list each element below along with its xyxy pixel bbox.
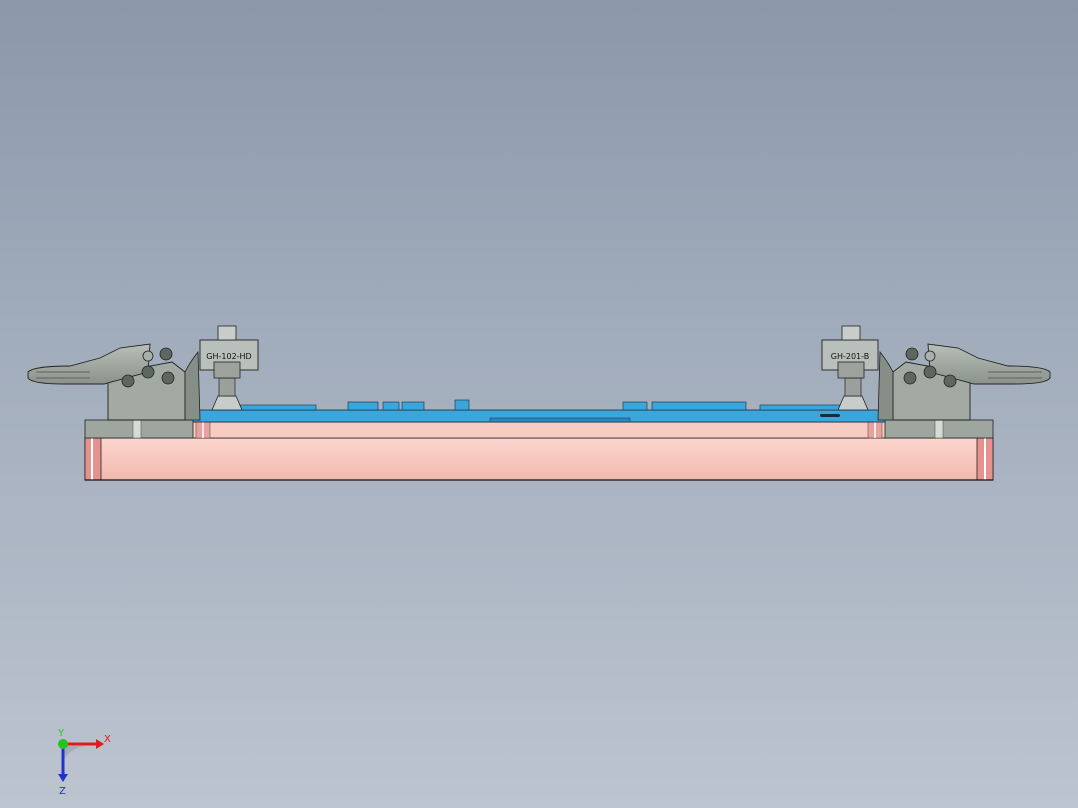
right-clamp-pad: [837, 377, 869, 411]
x-axis-label: X: [104, 734, 111, 745]
left-toggle-clamp[interactable]: GH-102-HD: [27, 325, 259, 421]
base-plate[interactable]: [84, 437, 994, 481]
z-axis-label: Z: [59, 786, 66, 797]
middle-plate[interactable]: [192, 421, 886, 439]
right-toggle-clamp[interactable]: GH-201-B: [821, 325, 1051, 421]
y-axis-dot: [58, 739, 68, 749]
z-axis-arrowhead: [58, 774, 68, 782]
fixture-plate[interactable]: [192, 399, 886, 423]
left-riser-block[interactable]: [84, 419, 196, 439]
y-axis-label: Y: [57, 728, 65, 739]
left-clamp-pad: [211, 377, 243, 411]
right-riser-block[interactable]: [882, 419, 994, 439]
coordinate-triad: X Y Z: [57, 728, 111, 797]
left-clamp-label: GH-102-HD: [206, 352, 251, 361]
x-axis-arrowhead: [96, 739, 104, 749]
right-clamp-label: GH-201-B: [831, 352, 869, 361]
